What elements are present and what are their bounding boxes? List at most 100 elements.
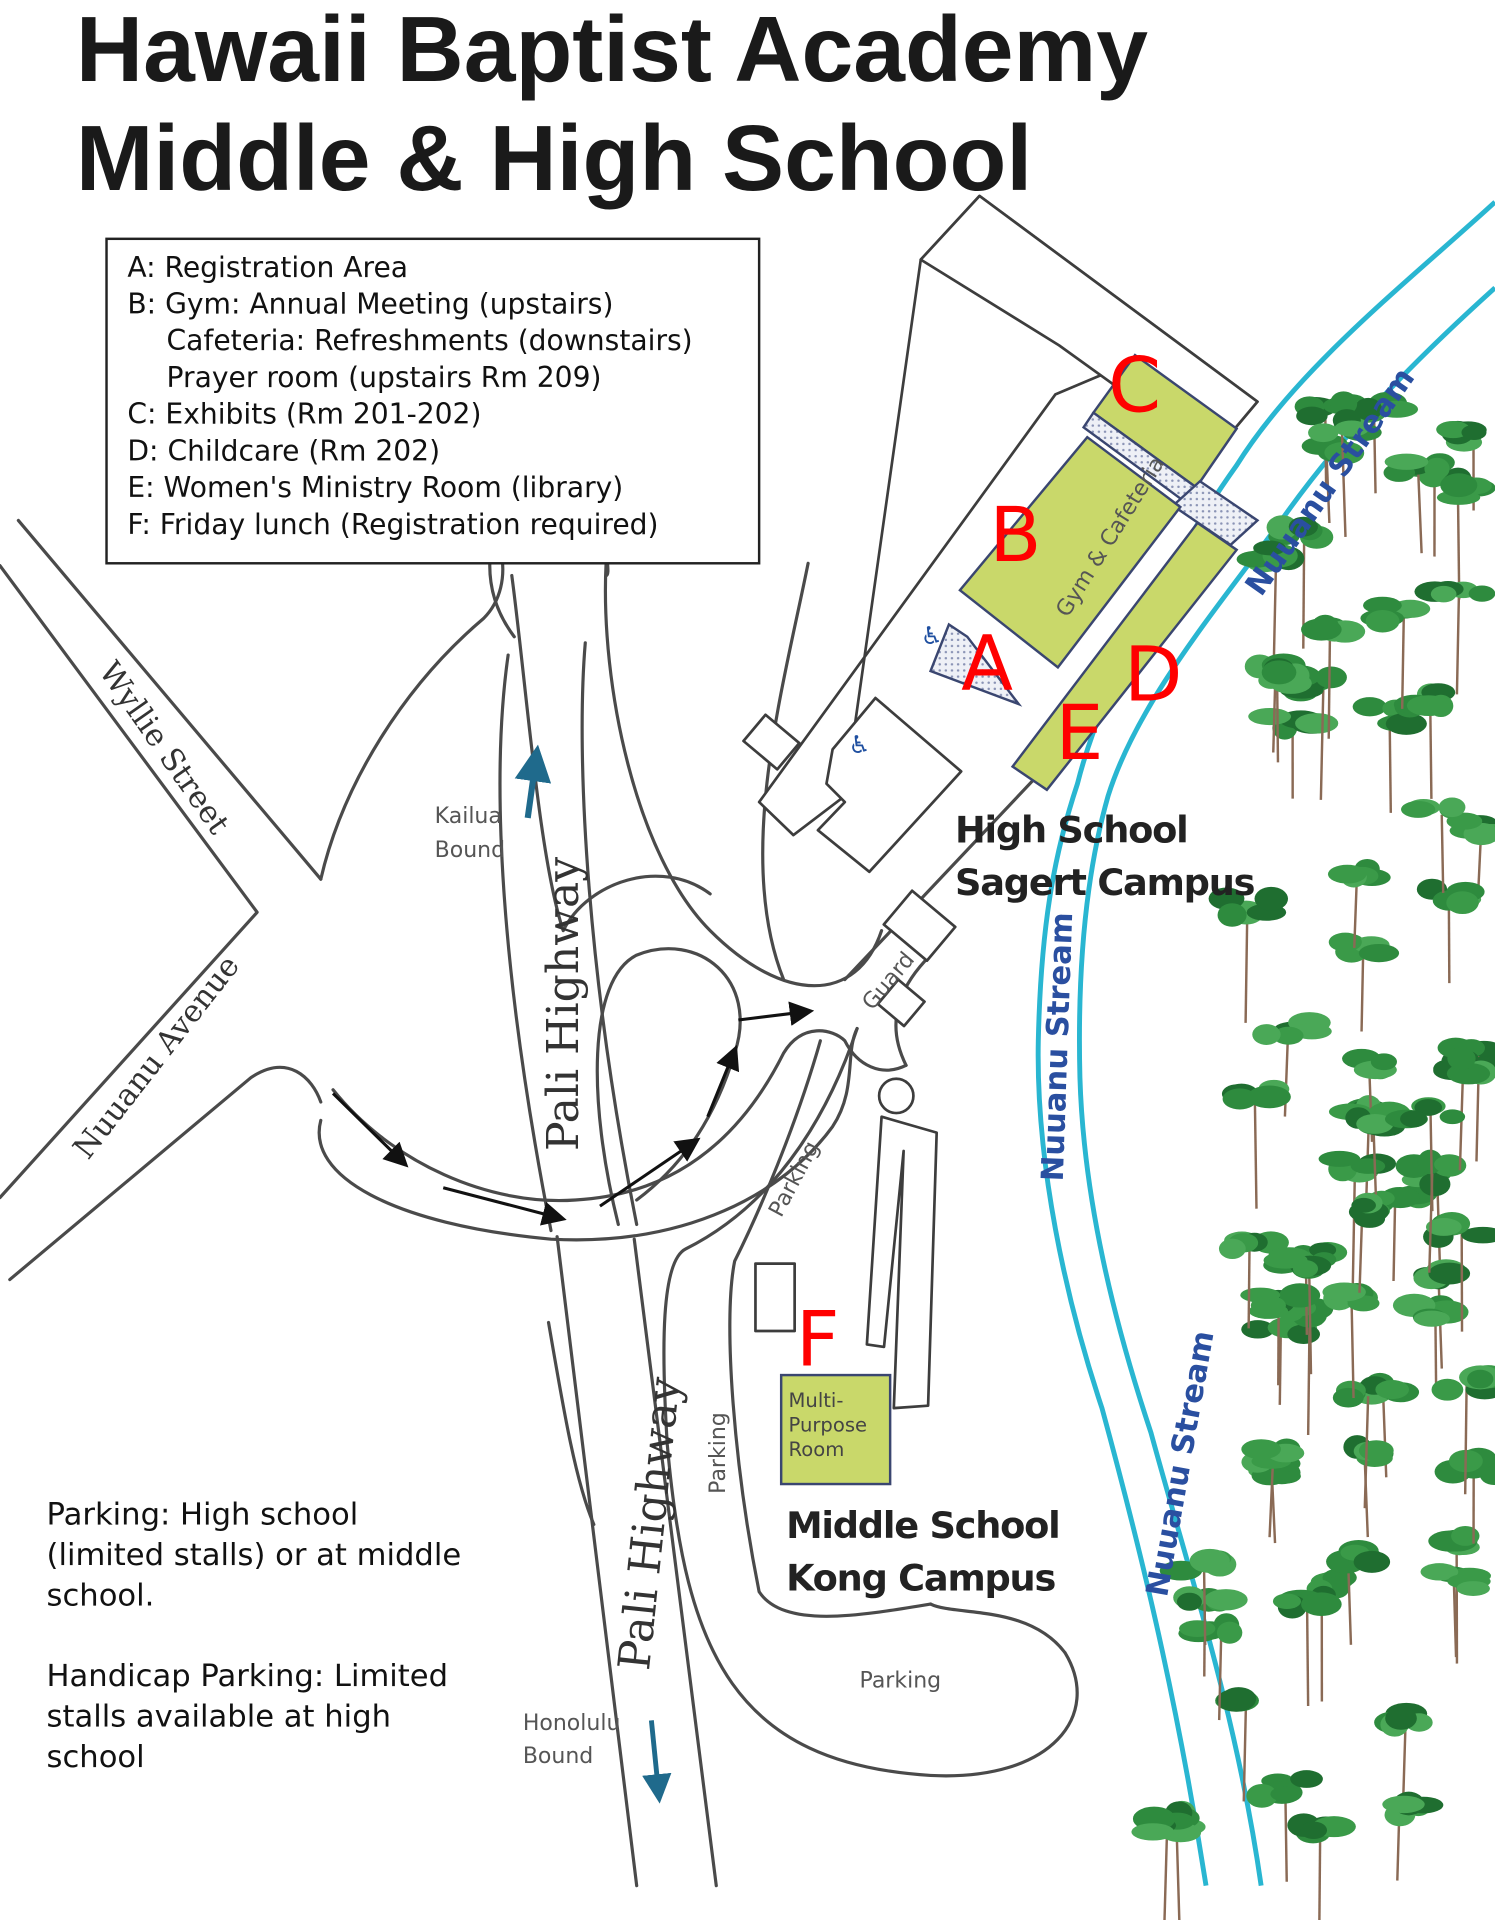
parking-label-ms-lot: Parking (860, 1668, 942, 1693)
hs-small-building-2 (882, 889, 957, 963)
wyllie-nuuanu-edge (0, 564, 259, 1200)
high-school-buildings: Guard Gym & Cafeteria (742, 194, 1260, 1028)
tree-icon (1258, 658, 1312, 763)
tree-icon (1178, 1613, 1243, 1721)
tree-icon (1414, 581, 1495, 695)
arrow-icon (599, 1137, 701, 1208)
registration-area-a (928, 622, 1023, 707)
wyllie-street-edge (16, 518, 323, 881)
loop-road-outer (317, 1026, 859, 1242)
ms-small-building (754, 1262, 796, 1333)
legend-item-e: E: Women's Ministry Room (library) (127, 471, 623, 504)
tree-icon (1374, 1702, 1433, 1804)
legend-item-b: B: Gym: Annual Meeting (upstairs) (127, 288, 613, 321)
ramp-loop-outer (510, 573, 712, 933)
handicap-note-2: stalls available at high (47, 1699, 392, 1734)
map-title-line2: Middle & High School (76, 106, 1032, 210)
tree-icon (1131, 1806, 1202, 1920)
tree-icon (1431, 1365, 1495, 1495)
mpr-label-3: Room (789, 1438, 845, 1461)
tree-icon (1272, 1585, 1342, 1707)
building-b-gym-cafeteria (958, 435, 1183, 670)
tree-icon (1326, 1540, 1391, 1645)
tree-icon (1416, 878, 1485, 984)
handicap-note-3: school (47, 1740, 145, 1775)
tree-icon (1173, 1586, 1248, 1677)
high-school-campus-label: Sagert Campus (955, 861, 1255, 904)
tree-icon (1392, 1293, 1469, 1388)
honolulu-bound-label: Honolulu (523, 1711, 621, 1736)
kailua-bound-label-2: Bound (435, 838, 505, 863)
wyllie-street-label: Wyllie Street (91, 656, 236, 842)
tree-icon (1241, 1438, 1305, 1538)
marker-d: D (1124, 630, 1182, 718)
handicap-icon: ♿ (849, 730, 871, 759)
tree-icon (1343, 1435, 1394, 1538)
pali-upper-left (498, 653, 553, 1233)
ramp-left (319, 555, 505, 881)
map-title-line1: Hawaii Baptist Academy (76, 0, 1148, 101)
tree-icon (1348, 1192, 1390, 1293)
tree-icon (1384, 1097, 1466, 1212)
nuuanu-avenue-label: Nuuanu Avenue (67, 949, 247, 1166)
legend-item-f: F: Friday lunch (Registration required) (127, 508, 658, 541)
pali-highway-label-upper: Pali Highway (538, 857, 589, 1151)
loop-teardrop (595, 947, 742, 1227)
tree-icon (1436, 473, 1495, 600)
arrow-icon (738, 1001, 815, 1026)
tree-icon (1277, 1298, 1334, 1435)
stream-label-1: Nuuanu Stream (1239, 362, 1422, 603)
tree-icon (1328, 932, 1400, 1032)
mpr-label-1: Multi- (789, 1389, 844, 1412)
arrow-icon (706, 1044, 740, 1118)
legend-item-d: D: Childcare (Rm 202) (127, 434, 440, 467)
tree-icon (1342, 1048, 1397, 1142)
tree-icon (1382, 1791, 1444, 1881)
tree-icon (1332, 1380, 1410, 1509)
marker-b: B (989, 491, 1041, 579)
tree-icon (1236, 540, 1305, 667)
tree-icon (1413, 1259, 1471, 1369)
tree-icon (1215, 1687, 1259, 1802)
marker-c: C (1108, 341, 1161, 429)
tree-icon (1393, 683, 1456, 799)
pali-lower-left (555, 1235, 639, 1888)
marker-e: E (1055, 689, 1103, 777)
hs-admin-building (816, 696, 963, 874)
tree-icon (1420, 1563, 1491, 1658)
ms-round-building (877, 1077, 915, 1115)
ramp-lower (546, 1320, 596, 1527)
handicap-icon: ♿ (921, 621, 943, 650)
tree-icon (1327, 858, 1391, 948)
tree-line (1131, 391, 1495, 1920)
tree-icon (1428, 1526, 1480, 1664)
hs-small-building-1 (742, 713, 801, 771)
tree-icon (1208, 886, 1289, 1023)
honolulu-bound-arrow-icon (642, 1720, 672, 1804)
arrow-icon (442, 1186, 567, 1226)
tree-icon (1221, 1079, 1291, 1209)
middle-school-drive-outer (662, 1026, 1079, 1778)
tree-icon (1345, 1101, 1411, 1218)
marker-a: A (961, 619, 1013, 707)
legend-item-a: A: Registration Area (127, 251, 408, 284)
ms-long-building (865, 1115, 939, 1410)
middle-school-label: Middle School (786, 1504, 1059, 1547)
nuuanu-stream (1035, 200, 1495, 1887)
tree-icon (1308, 409, 1382, 537)
middle-school-buildings: Multi- Purpose Room (754, 1077, 939, 1486)
middle-school-campus-label: Kong Campus (786, 1557, 1055, 1600)
tree-icon (1360, 596, 1431, 709)
nuuanu-avenue-edge (8, 1065, 323, 1282)
tree-icon (1401, 797, 1483, 893)
tree-icon (1248, 707, 1339, 799)
guard-house (876, 978, 926, 1028)
loop-road-inner (331, 1029, 908, 1203)
legend-item-b-prayer: Prayer room (upstairs Rm 209) (167, 361, 602, 394)
tree-icon (1266, 515, 1334, 649)
ramp-loop-inner (603, 561, 884, 988)
legend-item-b-cafeteria: Cafeteria: Refreshments (downstairs) (167, 324, 693, 357)
kailua-bound-arrow-icon (514, 744, 552, 819)
tree-icon (1322, 1282, 1380, 1398)
